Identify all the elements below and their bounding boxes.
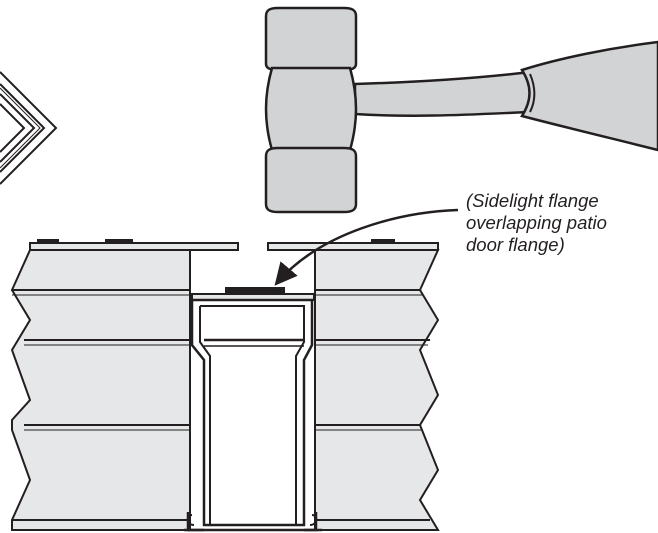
overlapping-flange [191,287,315,301]
callout-line-3: door flange) [466,234,565,255]
callout-label: (Sidelight flange overlapping patio door… [466,190,656,256]
rubber-mallet [264,6,658,214]
sidelight-flange-right [267,242,439,251]
callout-line-2: overlapping patio [466,212,607,233]
top-flanges [29,239,439,290]
patio-door-flange-left [29,242,239,251]
right-wall-panel [314,249,440,531]
mallet-handle [353,70,532,117]
mull-post-profile [184,298,322,532]
callout-line-1: (Sidelight flange [466,190,599,211]
callout-arrow [274,208,459,286]
mallet-grip [520,40,658,152]
mallet-head-top [264,6,358,72]
corner-detail-inset [0,71,58,185]
mallet-head-bottom [264,146,358,214]
mallet-head-body [264,66,358,152]
left-wall-panel [10,249,191,531]
